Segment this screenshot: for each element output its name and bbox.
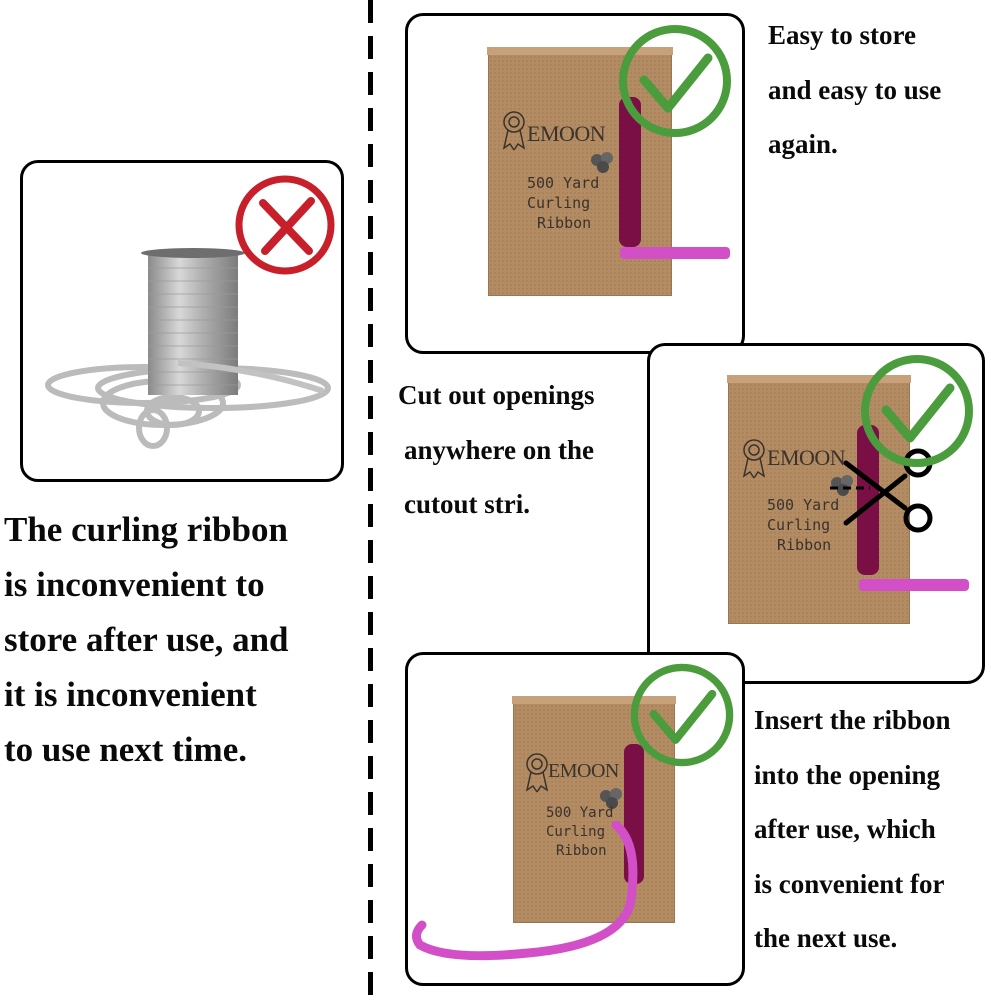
caption-line: into the opening xyxy=(754,759,941,790)
ribbon-box: EMOON 500 Yard Curling Ribbon xyxy=(487,47,730,296)
balloons-icon xyxy=(591,152,613,173)
caption-line: Easy to store xyxy=(768,20,916,50)
caption-line: Cut out openings xyxy=(398,380,595,410)
red-x-icon xyxy=(235,175,335,275)
box-label: 500 Yard Curling Ribbon xyxy=(527,174,600,232)
caption-line: the next use. xyxy=(754,923,898,953)
description-line: to use next time. xyxy=(4,730,248,769)
panel-insert: EMOON 500 Yard Curling Ribbon xyxy=(405,652,745,986)
description-line: it is inconvenient xyxy=(4,675,257,714)
caption-line: cutout stri. xyxy=(404,489,530,519)
pink-ribbon-strand xyxy=(412,820,638,961)
caption-cut: Cut out openings anywhere on the cutout … xyxy=(398,368,595,532)
panel-store: EMOON 500 Yard Curling Ribbon xyxy=(405,13,745,354)
green-check-icon xyxy=(630,663,734,767)
ribbon-box: EMOON 500 Yard Curling Ribbon xyxy=(727,375,969,624)
description-line: The curling ribbon xyxy=(4,510,288,549)
box-brand: EMOON xyxy=(767,445,846,470)
ribbon-spool-image xyxy=(45,248,331,449)
caption-line: after use, which xyxy=(754,814,936,844)
caption-line: Insert the ribbon xyxy=(754,705,951,735)
balloons-icon xyxy=(600,788,622,809)
pink-ribbon xyxy=(859,579,969,591)
box-brand: EMOON xyxy=(548,760,619,782)
balloons-icon xyxy=(831,475,853,496)
caption-line: and easy to use xyxy=(768,74,942,105)
box-opening xyxy=(857,425,879,575)
caption-line: anywhere on the xyxy=(404,434,595,465)
ribbon-box: EMOON 500 Yard Curling Ribbon xyxy=(512,696,676,923)
box-brand: EMOON xyxy=(527,121,606,146)
panel-cut: EMOON 500 Yard Curling Ribbon xyxy=(647,343,985,684)
award-ribbon-icon xyxy=(502,111,526,151)
left-description: The curling ribbon is inconvenient to st… xyxy=(4,502,289,777)
pink-ribbon xyxy=(620,247,730,259)
caption-line: is convenient for xyxy=(754,868,945,899)
caption-line: again. xyxy=(768,129,838,159)
green-check-icon xyxy=(619,25,731,137)
dashed-divider xyxy=(368,0,373,1000)
award-ribbon-icon xyxy=(525,753,549,793)
box-label: 500 Yard Curling Ribbon xyxy=(767,496,840,554)
description-line: is inconvenient to xyxy=(4,565,265,604)
caption-insert: Insert the ribbon into the opening after… xyxy=(754,693,951,966)
box-opening xyxy=(619,97,641,247)
green-check-icon xyxy=(861,355,973,467)
panel-before xyxy=(20,160,344,482)
box-label: 500 Yard Curling Ribbon xyxy=(546,805,614,859)
description-line: store after use, and xyxy=(4,620,289,659)
caption-store: Easy to store and easy to use again. xyxy=(768,8,941,172)
award-ribbon-icon xyxy=(742,439,766,479)
